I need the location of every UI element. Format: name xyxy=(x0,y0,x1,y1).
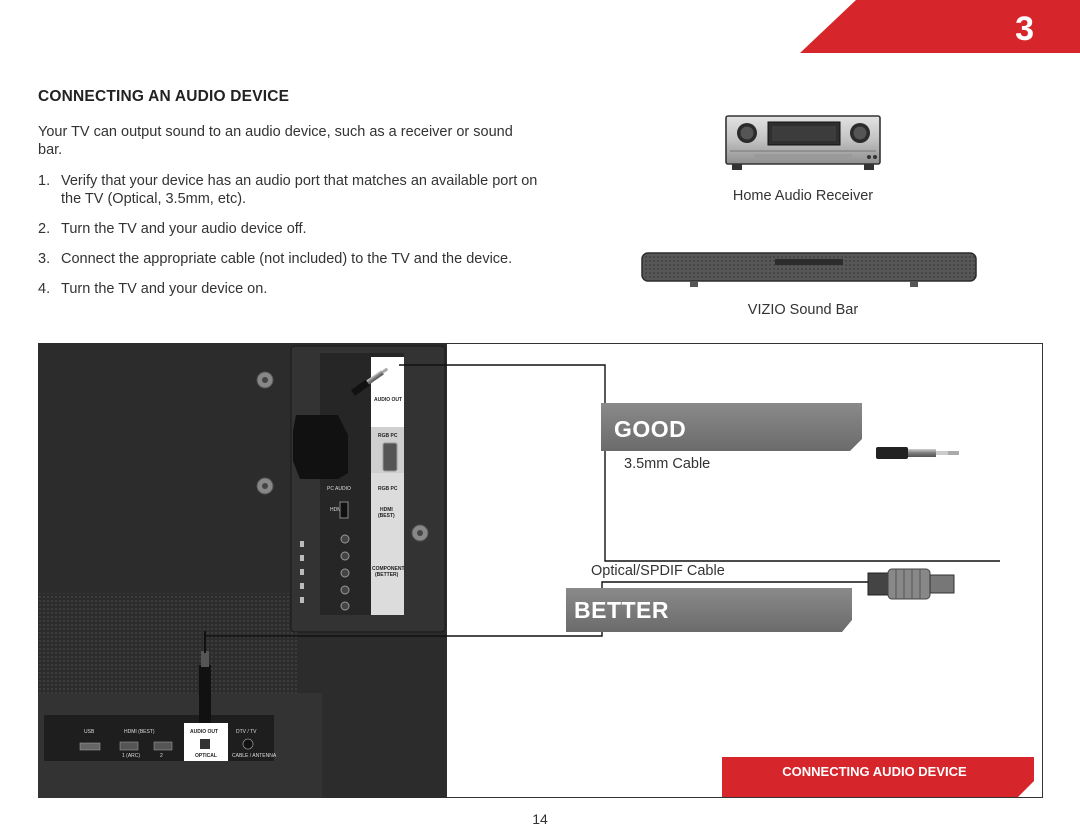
sound-bar-image xyxy=(641,252,977,287)
receiver-caption: Home Audio Receiver xyxy=(732,188,874,204)
svg-text:AUDIO OUT: AUDIO OUT xyxy=(374,397,402,403)
svg-text:USB: USB xyxy=(84,729,95,735)
home-audio-receiver-image xyxy=(725,115,881,170)
better-cable-caption: Optical/SPDIF Cable xyxy=(591,563,725,579)
soundbar-caption: VIZIO Sound Bar xyxy=(747,302,859,318)
svg-text:COMPONENT: COMPONENT xyxy=(372,566,405,572)
svg-text:(BETTER): (BETTER) xyxy=(375,572,399,578)
step-item: 3.Connect the appropriate cable (not inc… xyxy=(38,251,513,267)
page-number: 14 xyxy=(532,811,548,827)
good-cable-caption: 3.5mm Cable xyxy=(624,456,711,472)
steps-list: 1.Verify that your device has an audio p… xyxy=(38,172,538,310)
svg-text:AUDIO OUT: AUDIO OUT xyxy=(190,729,218,735)
svg-text:1 (ARC): 1 (ARC) xyxy=(122,753,140,759)
svg-text:(BEST): (BEST) xyxy=(378,513,395,519)
step-item: 4.Turn the TV and your device on. xyxy=(38,281,268,297)
svg-text:HDMI: HDMI xyxy=(380,507,393,513)
section-title: CONNECTING AN AUDIO DEVICE xyxy=(38,88,290,105)
chapter-tab xyxy=(800,0,1080,53)
chapter-number: 3 xyxy=(1015,10,1034,48)
svg-text:RGB PC: RGB PC xyxy=(378,433,398,439)
footer-tab-label: CONNECTING AUDIO DEVICE xyxy=(782,764,967,779)
svg-text:RGB PC: RGB PC xyxy=(378,486,398,492)
svg-text:DTV / TV: DTV / TV xyxy=(236,729,257,735)
svg-text:2: 2 xyxy=(160,753,163,759)
svg-text:PC AUDIO: PC AUDIO xyxy=(327,486,351,492)
intro-paragraph: Your TV can output sound to an audio dev… xyxy=(38,124,513,158)
step-item: 2.Turn the TV and your audio device off. xyxy=(38,221,307,237)
good-label: GOOD xyxy=(614,416,687,442)
svg-text:HDMI (BEST): HDMI (BEST) xyxy=(124,729,155,735)
svg-text:CABLE / ANTENNA: CABLE / ANTENNA xyxy=(232,753,277,759)
step-item: 1.Verify that your device has an audio p… xyxy=(38,173,538,207)
svg-text:HDMI: HDMI xyxy=(330,507,343,513)
svg-text:OPTICAL: OPTICAL xyxy=(195,753,217,759)
connection-diagram: AUDIO OUT RGB PC RGB PC HDMI (BEST) COMP… xyxy=(38,343,1043,798)
better-label: BETTER xyxy=(574,597,669,623)
